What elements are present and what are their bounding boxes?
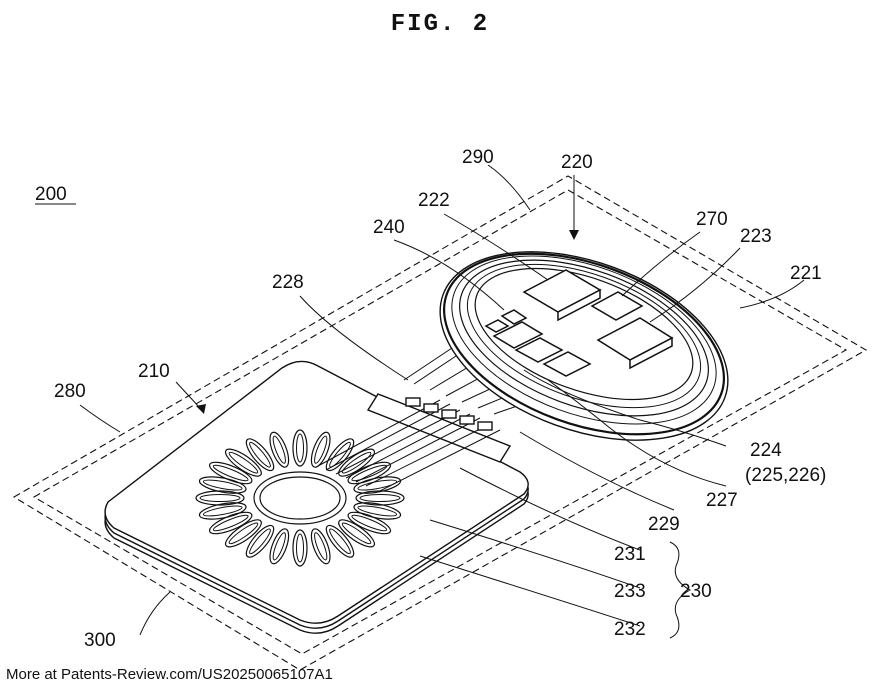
pad-210 [104, 360, 529, 634]
label-233: 233 [614, 581, 646, 602]
label-221: 221 [790, 263, 822, 284]
heater-petal-inner [228, 522, 259, 545]
heater-petal-inner [357, 479, 398, 491]
label-200: 200 [35, 184, 67, 205]
heater-petal [269, 431, 290, 468]
heater-petal [338, 519, 376, 548]
heater-petal [195, 490, 245, 506]
heater-pattern [195, 429, 405, 567]
heater-petal-inner [341, 522, 372, 545]
heater-petal [269, 528, 290, 565]
label-223: 223 [740, 226, 772, 247]
heater-petal [245, 524, 275, 558]
heater-petal-inner [357, 505, 398, 517]
heater-petal [292, 429, 308, 467]
heater-petal [224, 448, 262, 477]
heater-petal [224, 519, 262, 548]
heater-petal-inner [314, 435, 328, 464]
label-210: 210 [138, 361, 170, 382]
heater-petal-inner [296, 433, 304, 463]
label-270: 270 [696, 209, 728, 230]
label-231: 231 [614, 544, 646, 565]
heater-petal-inner [329, 441, 351, 468]
heater-petal-inner [351, 514, 388, 532]
label-224-sub: (225,226) [745, 465, 826, 486]
heater-petal-inner [341, 451, 372, 474]
leader-lines [79, 164, 805, 639]
heater-petal [338, 448, 376, 477]
heater-petal-inner [249, 528, 271, 555]
label-228: 228 [272, 272, 304, 293]
heater-petal-inner [228, 451, 259, 474]
heater-petal-inner [296, 533, 304, 563]
heater-petal-inner [202, 505, 243, 517]
inner-dashed-region [32, 189, 848, 655]
label-240: 240 [373, 217, 405, 238]
outer-dashed-region [12, 175, 868, 671]
heater-petal [310, 431, 331, 468]
label-230: 230 [680, 581, 712, 602]
label-220: 220 [561, 152, 593, 173]
label-227: 227 [706, 490, 738, 511]
label-229: 229 [648, 514, 680, 535]
heater-petal [310, 528, 331, 565]
heater-petal-inner [202, 479, 243, 491]
label-280: 280 [54, 381, 86, 402]
heater-petal-inner [314, 532, 328, 561]
source-footer: More at Patents-Review.com/US20250065107… [6, 666, 333, 683]
label-224: 224 [750, 440, 782, 461]
heater-petal-inner [199, 494, 241, 502]
heater-petal-inner [272, 435, 286, 464]
heater-petal [208, 461, 253, 485]
heater-petal-inner [212, 464, 249, 482]
circular-module-220 [439, 251, 729, 441]
heater-petal [198, 502, 247, 520]
chips [484, 269, 674, 377]
heater-petal [292, 529, 308, 567]
heater-petal-inner [272, 532, 286, 561]
heater-petal-inner [212, 514, 249, 532]
heater-petal [325, 524, 355, 558]
heater-petal-inner [249, 441, 271, 468]
heater-petal [347, 511, 392, 535]
heater-petal [245, 438, 275, 472]
label-300: 300 [84, 630, 116, 651]
label-222: 222 [418, 190, 450, 211]
heater-petal-inner [359, 494, 401, 502]
heater-petal-inner [329, 528, 351, 555]
label-232: 232 [614, 619, 646, 640]
label-290: 290 [462, 147, 494, 168]
figure-title: FIG. 2 [391, 11, 489, 38]
